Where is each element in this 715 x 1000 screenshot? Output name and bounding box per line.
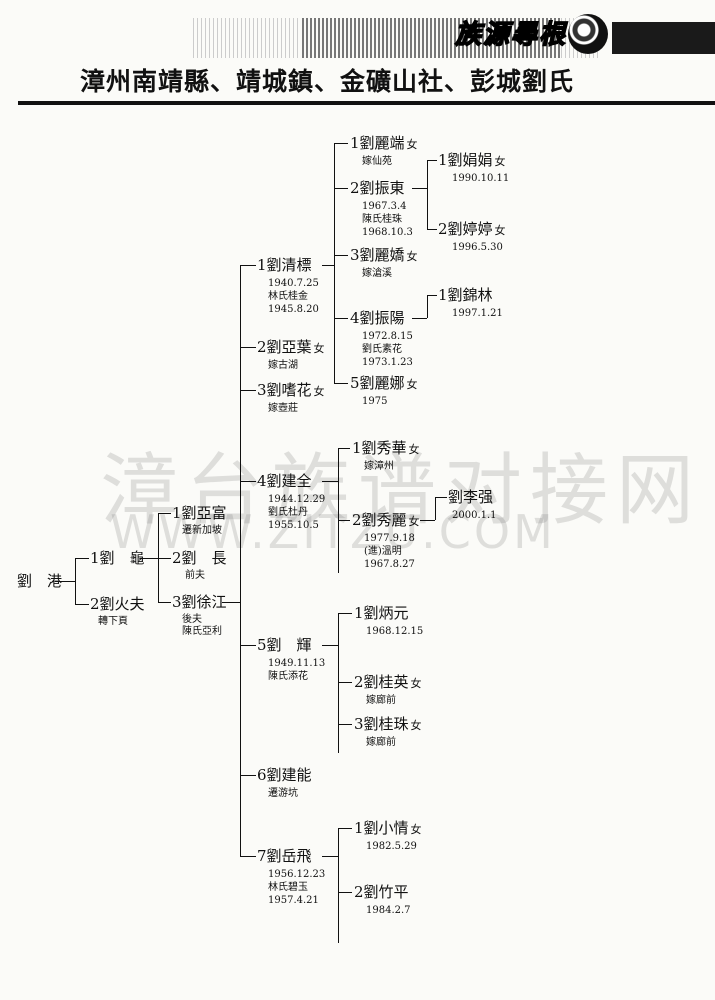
gen4-r2-spouse-birth: 1967.8.27 xyxy=(364,559,415,570)
gen3-person-5: 5劉 輝 xyxy=(257,636,312,654)
gen5-u1: 1劉娟娟女 xyxy=(438,151,506,169)
gen2-person-2-note: 前夫 xyxy=(185,570,205,581)
gen4-q5: 5劉麗娜女 xyxy=(350,374,418,392)
gen4-q4-spouse: 劉氏素花 xyxy=(362,344,402,355)
gen1-person-1: 1劉 龜 xyxy=(90,549,145,567)
gen4-q2-birth: 1967.3.4 xyxy=(362,201,407,212)
root-person: 劉 港 xyxy=(17,572,63,590)
gen3-person-7: 7劉岳飛 xyxy=(257,847,312,865)
gen4-t1: 1劉小情女 xyxy=(354,819,422,837)
gen2-person-3: 3劉徐江 xyxy=(172,593,227,611)
gen4-s1-birth: 1968.12.15 xyxy=(366,626,424,637)
gen5-v1: 1劉錦林 xyxy=(438,286,493,304)
gen4-q1-note: 嫁仙苑 xyxy=(362,156,392,167)
watermark-text: 漳台族谱对接网 xyxy=(100,446,703,536)
gen4-q4-birth: 1972.8.15 xyxy=(362,331,413,342)
gen4-t2: 2劉竹平 xyxy=(354,883,409,901)
gen4-q1: 1劉麗端女 xyxy=(350,134,418,152)
gen3-person-5-birth: 1949.11.13 xyxy=(268,658,326,669)
gen4-t2-birth: 1984.2.7 xyxy=(366,905,411,916)
gen5-u2-birth: 1996.5.30 xyxy=(452,242,503,253)
gen1-person-2: 2劉火夫 xyxy=(90,595,145,613)
gen4-s2-note: 嫁廊前 xyxy=(366,695,396,706)
gen4-s3-note: 嫁廊前 xyxy=(366,737,396,748)
gen3-person-3-note: 嫁壺莊 xyxy=(268,403,298,414)
gen4-q2-spouse: 陳氏桂珠 xyxy=(362,214,402,225)
gen2-person-3-spouse: 陳氏亞利 xyxy=(182,626,222,637)
gen4-q2: 2劉振東 xyxy=(350,179,405,197)
gen4-t1-birth: 1982.5.29 xyxy=(366,841,417,852)
gen3-person-4: 4劉建全 xyxy=(257,472,312,490)
gen3-person-4-spouse-birth: 1955.10.5 xyxy=(268,520,319,531)
gen4-s2: 2劉桂英女 xyxy=(354,673,422,691)
gen4-s3: 3劉桂珠女 xyxy=(354,715,422,733)
gen3-person-3: 3劉嗜花女 xyxy=(257,381,325,399)
gen3-person-4-birth: 1944.12.29 xyxy=(268,494,326,505)
gen4-r2-spouse: (進)溫明 xyxy=(364,546,402,557)
gen4-q4: 4劉振陽 xyxy=(350,309,405,327)
gen4-s1: 1劉炳元 xyxy=(354,604,409,622)
gen3-person-7-spouse-birth: 1957.4.21 xyxy=(268,895,319,906)
gen5-v1-birth: 1997.1.21 xyxy=(452,308,503,319)
gen4-q3: 3劉麗嬌女 xyxy=(350,246,418,264)
gen5-w1-birth: 2000.1.1 xyxy=(452,510,497,521)
gen5-u1-birth: 1990.10.11 xyxy=(452,173,510,184)
gen3-person-1-spouse: 林氏桂金 xyxy=(268,291,308,302)
gen2-person-1-note: 遷新加坡 xyxy=(182,525,222,536)
gen3-person-2: 2劉亞葉女 xyxy=(257,338,325,356)
gen3-person-5-spouse: 陳氏添花 xyxy=(268,671,308,682)
gen4-q3-note: 嫁滄溪 xyxy=(362,268,392,279)
brand-title: 族源尋根 xyxy=(454,19,568,51)
gen4-q5-birth: 1975 xyxy=(362,396,388,407)
gen4-r2: 2劉秀麗女 xyxy=(352,511,420,529)
gen5-u2: 2劉婷婷女 xyxy=(438,220,506,238)
gen4-q4-spouse-birth: 1973.1.23 xyxy=(362,357,413,368)
gen3-person-1-birth: 1940.7.25 xyxy=(268,278,319,289)
gen2-person-1: 1劉亞富 xyxy=(172,504,227,522)
gen2-person-2: 2劉 長 xyxy=(172,549,227,567)
gen4-r2-birth: 1977.9.18 xyxy=(364,533,415,544)
title-rule xyxy=(18,101,715,105)
page-title: 漳州南靖縣、靖城鎮、金礦山社、彭城劉氏 xyxy=(80,67,575,96)
gen3-person-6: 6劉建能 xyxy=(257,766,312,784)
gen3-person-4-spouse: 劉氏杜丹 xyxy=(268,507,308,518)
header-black-block xyxy=(612,22,715,54)
header-texture-dark xyxy=(300,18,560,58)
gen4-q2-spouse-birth: 1968.10.3 xyxy=(362,227,413,238)
gen3-person-1: 1劉清標 xyxy=(257,256,312,274)
gen4-r1: 1劉秀華女 xyxy=(352,439,420,457)
brand-logo-icon xyxy=(568,14,608,54)
gen4-r1-note: 嫁漳州 xyxy=(364,461,394,472)
gen3-person-2-note: 嫁古湖 xyxy=(268,360,298,371)
gen3-person-6-note: 遷游坑 xyxy=(268,788,298,799)
watermark-url: WWW.ZITZU.COM xyxy=(110,505,556,559)
gen2-person-3-note: 後夫 xyxy=(182,614,202,625)
gen1-person-2-note: 轉下頁 xyxy=(98,616,128,627)
gen3-person-7-spouse: 林氏碧玉 xyxy=(268,882,308,893)
gen3-person-1-spouse-birth: 1945.8.20 xyxy=(268,304,319,315)
gen5-w1: 劉李强 xyxy=(448,488,494,506)
gen3-person-7-birth: 1956.12.23 xyxy=(268,869,326,880)
